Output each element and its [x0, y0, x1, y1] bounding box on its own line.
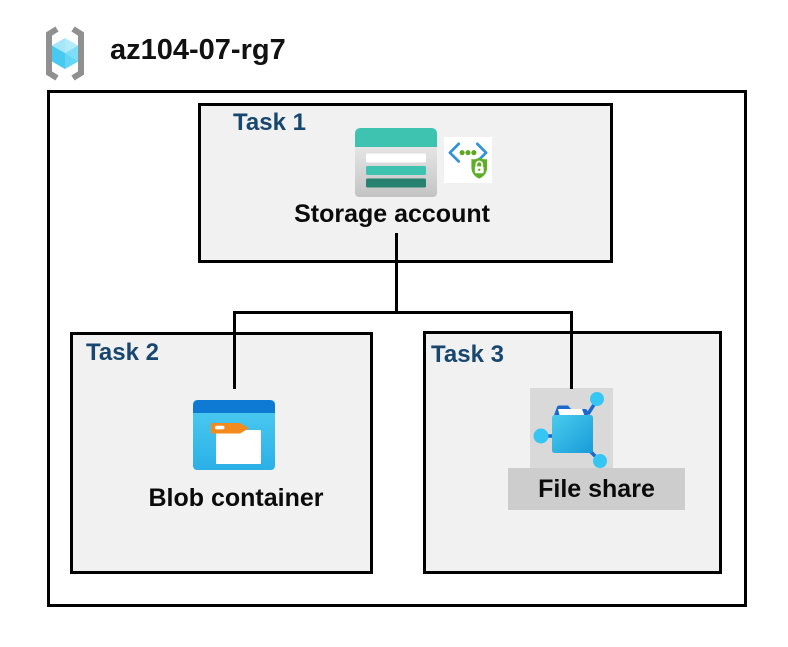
- file-share-icon-background: [530, 388, 613, 468]
- task3-label: Task 3: [431, 341, 504, 368]
- file-share-label: File share: [538, 474, 655, 503]
- secure-endpoint-icon-svg: [448, 142, 488, 179]
- file-share-label-bar: File share: [508, 468, 685, 510]
- connector-horizontal: [233, 311, 573, 314]
- resource-group-icon-svg: [46, 26, 84, 81]
- resource-group-name: az104-07-rg7: [110, 34, 286, 66]
- blob-container-icon: [193, 400, 275, 475]
- connector-storage-stem: [395, 233, 398, 313]
- task1-label: Task 1: [233, 109, 306, 136]
- storage-account-icon: [355, 128, 437, 202]
- blob-container-label: Blob container: [148, 484, 324, 512]
- file-share-icon: [533, 392, 607, 468]
- storage-account-icon-svg: [355, 128, 437, 197]
- connector-to-blob-container: [233, 311, 236, 389]
- storage-account-label: Storage account: [294, 200, 490, 228]
- secure-endpoint-icon: [444, 137, 492, 183]
- connector-to-file-share: [570, 311, 573, 389]
- task2-label: Task 2: [86, 339, 159, 366]
- blob-container-icon-svg: [193, 400, 275, 470]
- resource-group-icon: [38, 25, 92, 82]
